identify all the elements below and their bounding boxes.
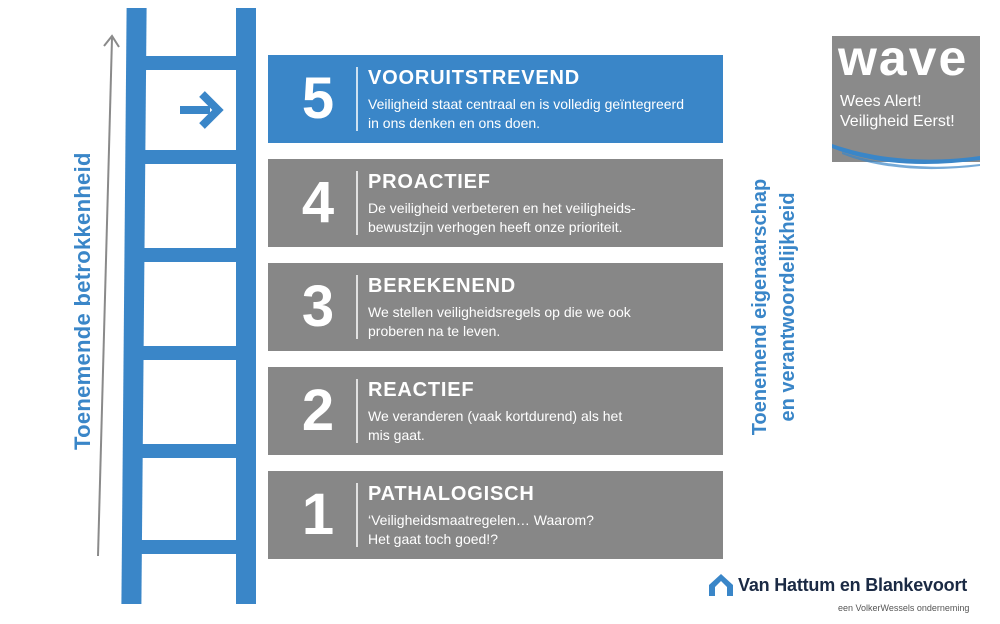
level-3: 3 BEREKENEND We stellen veiligheidsregel…: [268, 263, 723, 351]
ladder-rail-right: [236, 8, 256, 604]
level-title: PROACTIEF: [368, 171, 491, 193]
level-title: VOORUITSTREVEND: [368, 67, 581, 89]
ladder-rail-left: [121, 8, 147, 604]
level-description-line: in ons denken en ons doen.: [368, 115, 541, 131]
axis-right-label-line: en verantwoordelijkheid: [777, 192, 799, 422]
ladder-rung: [140, 346, 240, 360]
level-description: De veiligheid verbeteren en het veilighe…: [368, 199, 713, 237]
level-description-line: bewustzijn verhogen heeft onze prioritei…: [368, 219, 623, 235]
increasing-arrow-icon: [97, 34, 120, 557]
level-number: 3: [301, 274, 335, 339]
level-description: We stellen veiligheidsregels op die we o…: [368, 303, 713, 341]
ladder-rung: [140, 248, 240, 262]
level-description-line: ‘Veiligheidsmaatregelen… Waarom?: [368, 512, 594, 528]
level-1: 1 PATHALOGISCH ‘Veiligheidsmaatregelen… …: [268, 471, 723, 559]
level-number: 5: [301, 66, 335, 131]
level-2: 2 REACTIEF We veranderen (vaak kortduren…: [268, 367, 723, 455]
ladder-rung: [140, 444, 240, 458]
divider: [356, 67, 358, 131]
arrow-right-icon: [180, 91, 224, 129]
level-description-line: Veiligheid staat centraal en is volledig…: [368, 96, 684, 112]
level-title: REACTIEF: [368, 379, 475, 401]
wave-logo: wave Wees Alert! Veiligheid Eerst!: [832, 30, 980, 162]
level-title: PATHALOGISCH: [368, 483, 535, 505]
divider: [356, 379, 358, 443]
axis-left-label: Toenemende betrokkenheid: [70, 152, 95, 450]
divider: [356, 483, 358, 547]
level-description-line: mis gaat.: [368, 427, 425, 443]
divider: [356, 275, 358, 339]
level-number: 1: [301, 482, 335, 547]
axis-right-label-line: Toenemend eigenaarschap: [749, 178, 771, 436]
company-tagline: een VolkerWessels onderneming: [838, 603, 970, 613]
level-description: ‘Veiligheidsmaatregelen… Waarom? Het gaa…: [368, 511, 713, 549]
company-name: Van Hattum en Blankevoort: [738, 575, 968, 595]
level-5: 5 VOORUITSTREVEND Veiligheid staat centr…: [268, 55, 723, 143]
level-description: We veranderen (vaak kortdurend) als het …: [368, 407, 713, 445]
axis-right-label: Toenemend eigenaarschap en verantwoordel…: [746, 162, 802, 452]
level-number: 2: [301, 378, 335, 443]
level-4: 4 PROACTIEF De veiligheid verbeteren en …: [268, 159, 723, 247]
wave-logo-slogan: Wees Alert!: [840, 93, 922, 110]
level-description-line: We stellen veiligheidsregels op die we o…: [368, 304, 631, 320]
level-description-line: De veiligheid verbeteren en het veilighe…: [368, 200, 636, 216]
ladder-rung: [140, 56, 240, 70]
divider: [356, 171, 358, 235]
level-description: Veiligheid staat centraal en is volledig…: [368, 95, 713, 133]
level-title: BEREKENEND: [368, 275, 517, 297]
company-logo-icon: [709, 574, 733, 596]
level-number: 4: [301, 170, 335, 235]
level-description-line: We veranderen (vaak kortdurend) als het: [368, 408, 623, 424]
ladder-rung: [140, 150, 240, 164]
level-description-line: Het gaat toch goed!?: [368, 531, 498, 547]
wave-swoosh-icon: [832, 144, 980, 170]
level-description-line: proberen na te leven.: [368, 323, 501, 339]
ladder-rung: [140, 540, 240, 554]
wave-logo-slogan: Veiligheid Eerst!: [840, 113, 955, 130]
wave-logo-word: wave: [838, 30, 969, 86]
